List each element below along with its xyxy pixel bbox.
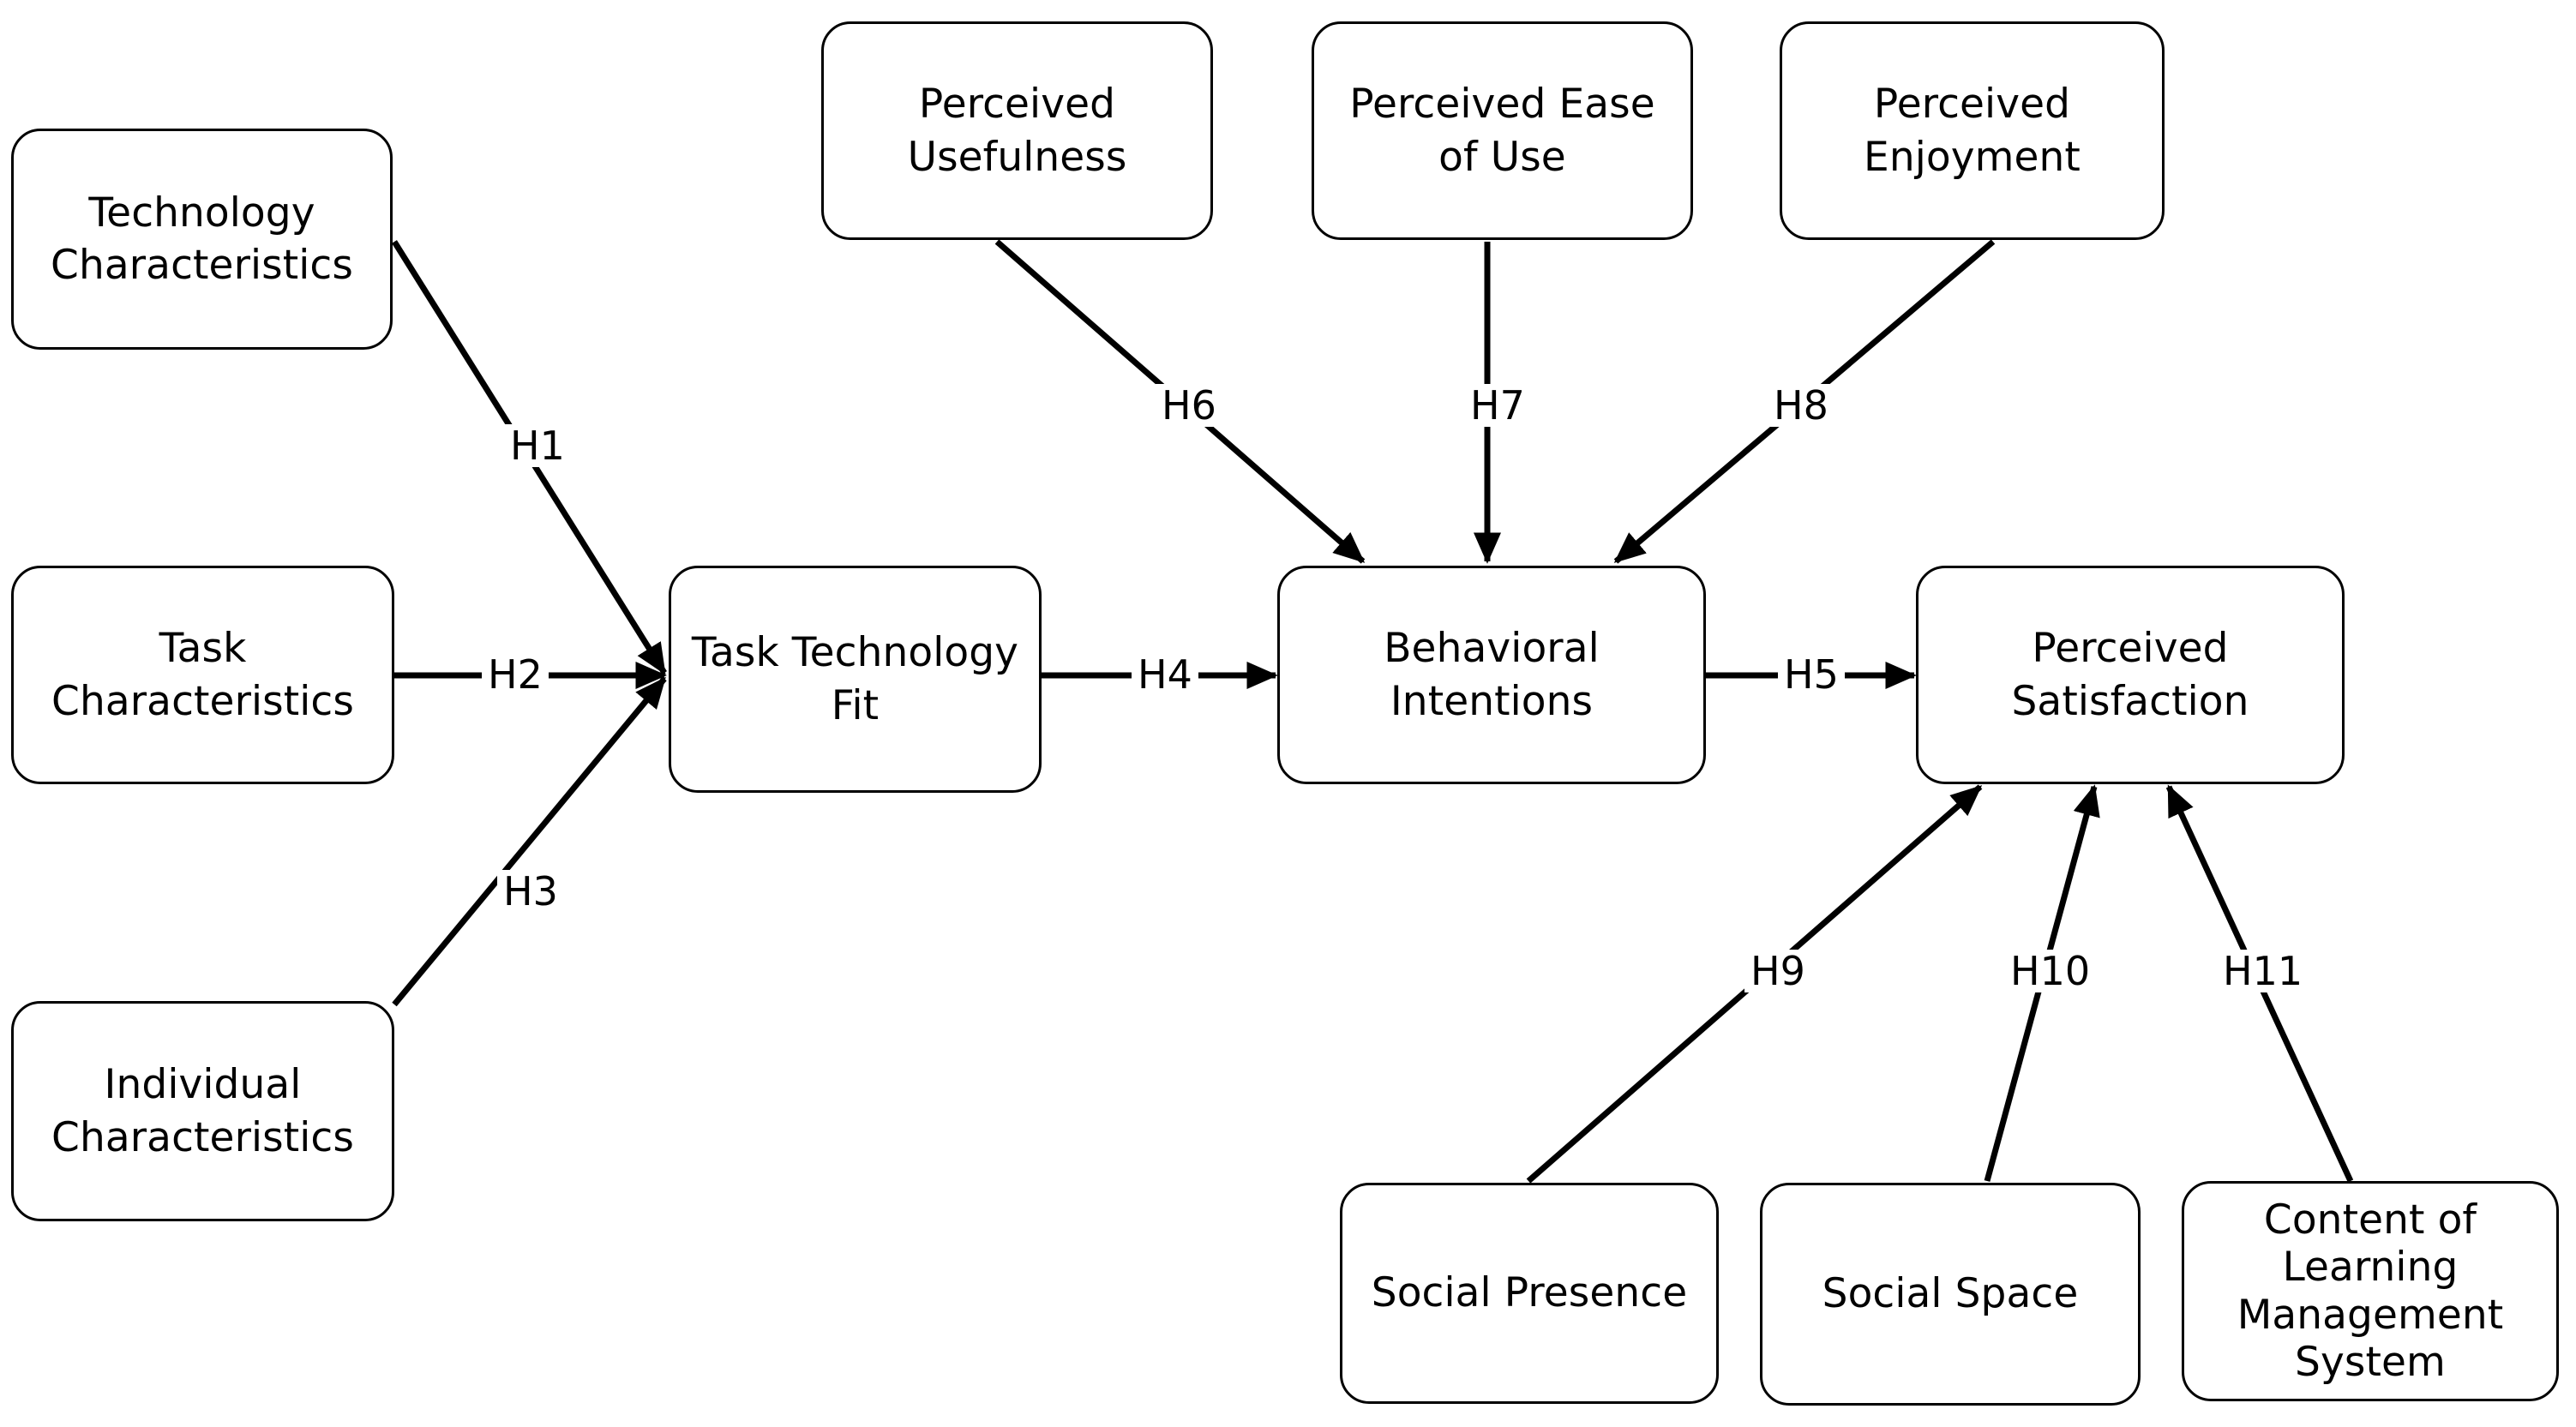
node-task-technology-fit[interactable]: Task Technology Fit: [669, 566, 1042, 793]
edge-label-h2: H2: [482, 653, 549, 696]
node-social-space[interactable]: Social Space: [1760, 1183, 2141, 1406]
node-label-social-space: Social Space: [1822, 1270, 2079, 1318]
edge-label-h4: H4: [1132, 653, 1198, 696]
node-label-task-characteristics: Task Characteristics: [51, 625, 354, 725]
edge-label-h8: H8: [1768, 384, 1834, 427]
edge-label-h9: H9: [1744, 950, 1811, 992]
edge-label-h3: H3: [497, 870, 564, 913]
edge-label-h5: H5: [1778, 653, 1845, 696]
edge-label-h11: H11: [2217, 950, 2309, 992]
edge-h3: [392, 676, 667, 1007]
node-label-content-of-learning-management-system: Content of Learning Management System: [2237, 1196, 2504, 1386]
node-perceived-satisfaction[interactable]: Perceived Satisfaction: [1916, 566, 2345, 784]
node-behavioral-intentions[interactable]: Behavioral Intentions: [1277, 566, 1706, 784]
node-label-task-technology-fit: Task Technology Fit: [691, 629, 1019, 729]
edge-label-h10: H10: [2004, 950, 2097, 992]
node-label-behavioral-intentions: Behavioral Intentions: [1384, 625, 1600, 725]
node-label-social-presence: Social Presence: [1371, 1269, 1688, 1317]
node-technology-characteristics[interactable]: Technology Characteristics: [11, 129, 393, 350]
node-social-presence[interactable]: Social Presence: [1340, 1183, 1719, 1404]
edge-label-h6: H6: [1156, 384, 1222, 427]
node-label-perceived-ease-of-use: Perceived Ease of Use: [1349, 81, 1655, 181]
edge-label-h1: H1: [504, 424, 571, 467]
node-individual-characteristics[interactable]: Individual Characteristics: [11, 1001, 394, 1221]
node-label-perceived-usefulness: Perceived Usefulness: [907, 81, 1127, 181]
node-perceived-enjoyment[interactable]: Perceived Enjoyment: [1780, 21, 2165, 240]
node-label-perceived-enjoyment: Perceived Enjoyment: [1864, 81, 2081, 181]
node-perceived-ease-of-use[interactable]: Perceived Ease of Use: [1312, 21, 1693, 240]
node-label-technology-characteristics: Technology Characteristics: [51, 189, 353, 289]
node-content-of-learning-management-system[interactable]: Content of Learning Management System: [2182, 1181, 2559, 1401]
edge-label-h7: H7: [1464, 384, 1531, 427]
node-label-perceived-satisfaction: Perceived Satisfaction: [2011, 625, 2249, 725]
node-perceived-usefulness[interactable]: Perceived Usefulness: [821, 21, 1213, 240]
node-label-individual-characteristics: Individual Characteristics: [51, 1061, 354, 1161]
node-task-characteristics[interactable]: Task Characteristics: [11, 566, 394, 784]
